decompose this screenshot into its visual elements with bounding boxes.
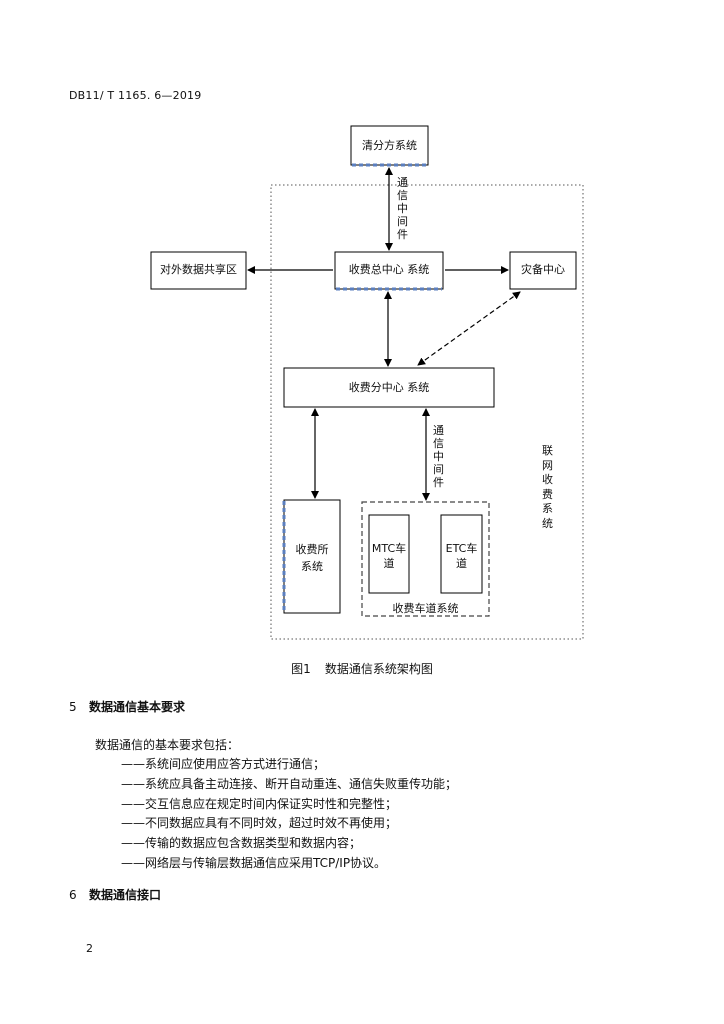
- clearing-system-label: 清分方系统: [362, 139, 417, 152]
- section-5-number: 5: [69, 700, 77, 714]
- network-system-boundary: [270, 184, 584, 640]
- section-5-title: 数据通信基本要求: [89, 700, 186, 714]
- figure-caption: 图1 数据通信系统架构图: [0, 660, 724, 677]
- page-number: 2: [86, 942, 93, 955]
- arrow-backup-subcenter: [417, 291, 521, 366]
- section-6-number: 6: [69, 888, 77, 902]
- list-item: ——传输的数据应包含数据类型和数据内容；: [121, 836, 362, 851]
- network-system-label: 联网收费系统: [542, 444, 553, 530]
- middleware-label-mid: 通信中间件: [433, 424, 444, 489]
- sub-center-label: 收费分中心 系统: [348, 381, 430, 394]
- backup-center-box: [509, 251, 577, 290]
- list-item: ——不同数据应具有不同时效，超过时效不再使用；: [121, 816, 398, 831]
- sub-center-box: [283, 367, 495, 408]
- etc-lane-label-2: 道: [456, 557, 467, 570]
- list-item: ——交互信息应在规定时间内保证实时性和完整性；: [121, 796, 398, 811]
- middleware-label-top: 通信中间件: [397, 176, 408, 241]
- section-5-intro: 数据通信的基本要求包括：: [95, 738, 240, 752]
- central-system-box: [334, 251, 444, 290]
- lane-group-label: 收费车道系统: [392, 602, 459, 615]
- figure-number: 图1: [291, 662, 311, 676]
- list-item: ——系统应具备主动连接、断开自动重连、通信失败重传功能；: [121, 776, 458, 791]
- mtc-lane-label-1: MTC车: [371, 542, 407, 555]
- architecture-diagram: [150, 125, 584, 640]
- figure-title: 数据通信系统架构图: [324, 662, 433, 676]
- external-sharing-label: 对外数据共享区: [160, 263, 237, 276]
- section-6-heading: 6 数据通信接口: [69, 886, 161, 903]
- mtc-lane-label-2: 道: [383, 557, 395, 570]
- clearing-system-box: [350, 125, 429, 166]
- lane-group-box: [361, 501, 490, 617]
- section-6-title: 数据通信接口: [89, 888, 162, 902]
- document-code: DB11/ T 1165. 6—2019: [69, 89, 202, 102]
- section-5-heading: 5 数据通信基本要求: [69, 698, 185, 715]
- toll-station-box: [283, 499, 341, 614]
- toll-station-label-1: 收费所: [295, 543, 329, 556]
- list-item: ——网络层与传输层数据通信应采用TCP/IP协议。: [121, 855, 387, 870]
- etc-lane-box: [440, 514, 483, 594]
- etc-lane-label-1: ETC车: [445, 542, 478, 555]
- backup-center-label: 灾备中心: [521, 263, 565, 276]
- central-system-label: 收费总中心 系统: [348, 263, 430, 276]
- list-item: ——系统间应使用应答方式进行通信；: [121, 757, 326, 771]
- toll-station-label-2: 系统: [301, 560, 323, 573]
- requirements-list: ——系统间应使用应答方式进行通信； ——系统应具备主动连接、断开自动重连、通信失…: [121, 755, 457, 874]
- external-sharing-box: [150, 251, 247, 290]
- mtc-lane-box: [368, 514, 410, 594]
